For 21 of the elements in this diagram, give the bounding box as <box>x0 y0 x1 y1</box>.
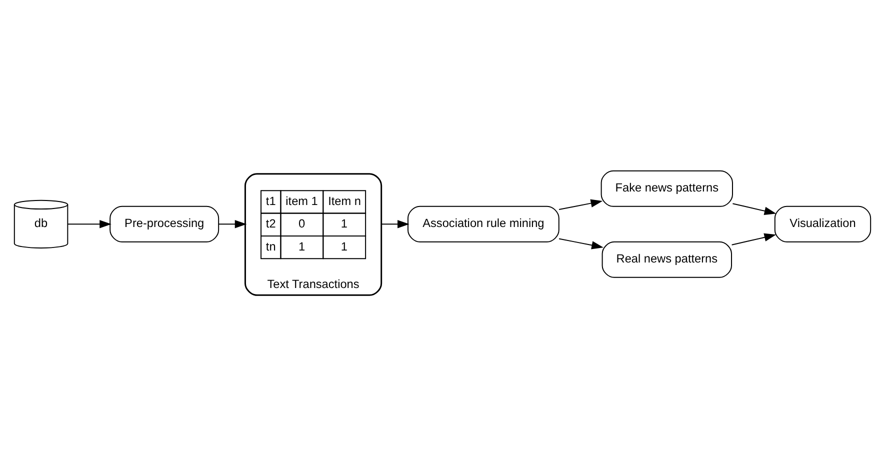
label: Item n <box>328 194 361 208</box>
arrow <box>218 220 247 228</box>
arrow <box>558 198 603 210</box>
label: 1 <box>340 216 348 230</box>
label: 0 <box>298 216 306 230</box>
arrow <box>67 220 112 228</box>
node-box: Fake news patterns <box>600 170 733 206</box>
node-box: Association rule mining <box>407 205 560 242</box>
arrow <box>558 238 604 249</box>
node-box: Real news patterns <box>602 240 732 278</box>
label: tn <box>266 238 276 253</box>
node-box: Visualization <box>774 205 872 242</box>
label: item 1 <box>286 194 318 208</box>
label: 1 <box>340 238 348 253</box>
arrow <box>731 232 776 245</box>
arrow <box>732 202 776 215</box>
label: t2 <box>266 216 276 230</box>
label: t1 <box>266 194 276 208</box>
label: 1 <box>298 238 306 253</box>
node-box: Pre-processing <box>110 205 220 242</box>
arrow <box>380 220 410 228</box>
